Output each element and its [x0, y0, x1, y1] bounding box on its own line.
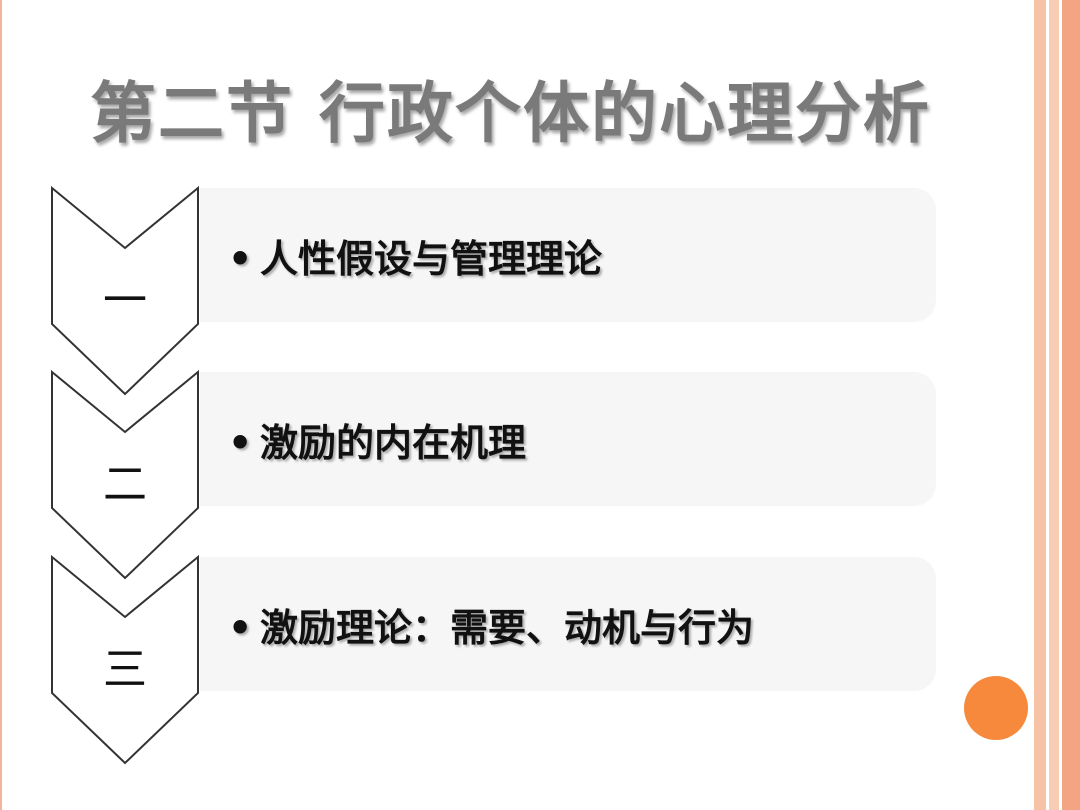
chevron-shape: 二: [50, 370, 200, 580]
item-number: 二: [103, 459, 147, 510]
item-number: 三: [103, 644, 147, 695]
chevron-shape: 三: [50, 555, 200, 765]
accent-circle: [964, 676, 1028, 740]
slide-frame-left: [0, 0, 2, 810]
item-text: •激励的内在机理: [228, 421, 527, 465]
list-item: •人性假设与管理理论 一: [50, 186, 940, 396]
slide-frame-right: [1034, 0, 1080, 810]
item-card: •人性假设与管理理论: [200, 188, 936, 322]
item-card: •激励的内在机理: [200, 372, 936, 506]
chevron-shape: 一: [50, 186, 200, 396]
item-text: •人性假设与管理理论: [228, 237, 603, 281]
list-item: •激励的内在机理 二: [50, 370, 940, 580]
list-item: •激励理论：需要、动机与行为 三: [50, 555, 940, 765]
item-card: •激励理论：需要、动机与行为: [200, 557, 936, 691]
item-text: •激励理论：需要、动机与行为: [228, 606, 755, 650]
item-number: 一: [103, 275, 147, 326]
slide-title: 第二节 行政个体的心理分析: [90, 74, 931, 152]
